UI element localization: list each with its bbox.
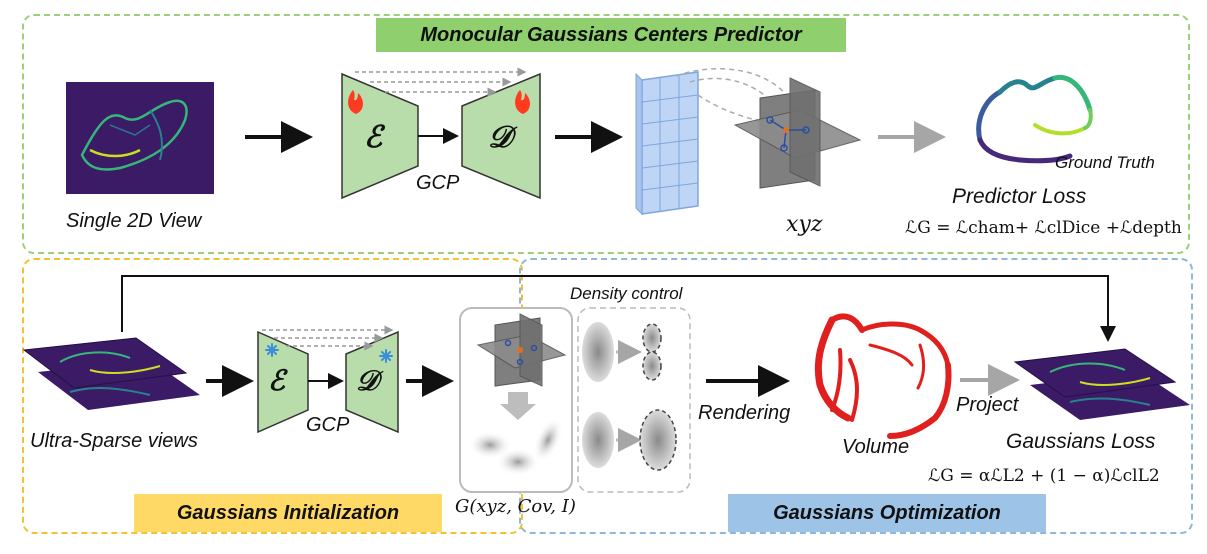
decoder-symbol: 𝒟	[488, 120, 512, 155]
top-section-title: Monocular Gaussians Centers Predictor	[376, 18, 846, 52]
gaussians-loss-label: Gaussians Loss	[1006, 430, 1156, 453]
gaussians-loss-formula: ℒG = αℒL2 + (1 − α)ℒclL2	[928, 466, 1160, 486]
xyz-label: xyz	[786, 212, 823, 237]
predictor-loss-formula: ℒG = ℒcham+ ℒclDice +ℒdepth	[905, 218, 1182, 238]
init-banner: Gaussians Initialization	[134, 494, 442, 532]
snowflake-icon	[379, 349, 393, 363]
encoder-symbol: ℰ	[364, 120, 383, 155]
single-view-label: Single 2D View	[66, 210, 202, 232]
sparse-views-stack	[22, 337, 200, 410]
gcp-label-bottom: GCP	[306, 414, 350, 436]
volume-label: Volume	[842, 436, 910, 458]
decoder-symbol-bottom: 𝒟	[356, 364, 379, 397]
opt-banner: Gaussians Optimization	[728, 494, 1046, 532]
density-panel	[577, 307, 691, 493]
feature-grid	[635, 71, 699, 216]
fire-icon	[515, 90, 530, 114]
gaussian-label: G(xyz, Cov, I)	[455, 496, 576, 517]
vessel-volume	[814, 313, 952, 439]
sparse-views-label: Ultra-Sparse views	[30, 430, 198, 452]
single-view-image	[66, 82, 214, 194]
projected-views-stack	[1013, 348, 1190, 420]
predictor-loss-label: Predictor Loss	[952, 185, 1087, 208]
snowflake-icon	[265, 343, 279, 357]
top-section-box	[22, 14, 1190, 254]
encoder-symbol-bottom: ℰ	[268, 364, 285, 397]
gaussian-blobs	[468, 417, 563, 476]
fire-icon	[348, 90, 363, 114]
density-control-label: Density control	[570, 284, 683, 303]
rendering-label: Rendering	[698, 402, 791, 424]
gcp-label: GCP	[416, 172, 460, 194]
ground-truth-curve	[976, 74, 1093, 164]
ground-truth-label: Ground Truth	[1055, 153, 1155, 172]
project-label: Project	[956, 394, 1019, 416]
xyz-planes	[733, 77, 862, 189]
encoder-trapezoid-bottom	[257, 330, 309, 434]
xyz-planes-bottom	[476, 313, 567, 387]
